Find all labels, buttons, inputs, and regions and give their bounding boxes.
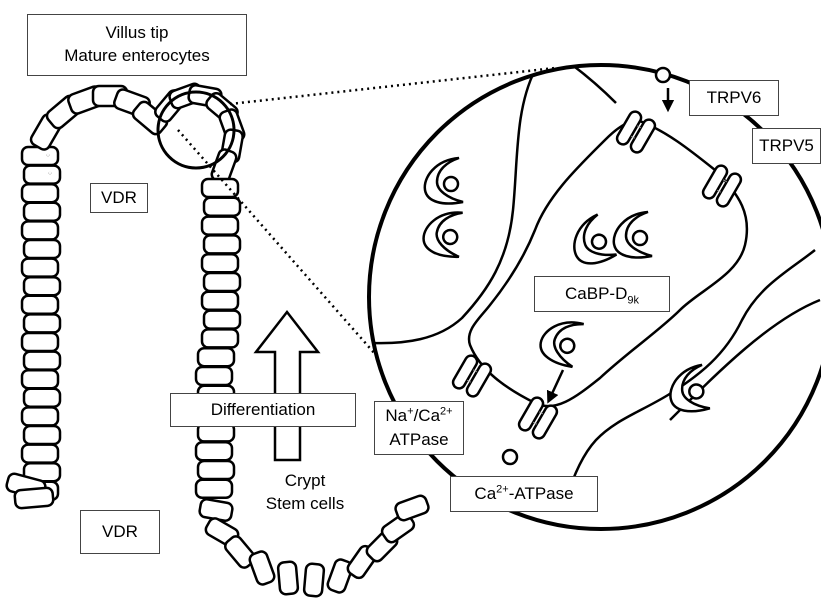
villus-cell — [24, 203, 60, 221]
calcium-ion-apical — [656, 68, 670, 82]
villus-cell — [22, 445, 58, 463]
villus-tip-text: Villus tip — [28, 21, 246, 44]
villus-cell — [22, 147, 58, 165]
villus-cell — [24, 352, 60, 370]
calcium-ion-basolateral — [503, 450, 517, 464]
vdr-label-bottom: VDR — [80, 510, 160, 554]
villus-cell — [198, 461, 234, 479]
villus-cell — [202, 329, 238, 347]
villus-cell — [24, 389, 60, 407]
villus-cell — [24, 314, 60, 332]
villus-cell — [304, 563, 325, 596]
cabp-text: CaBP-D — [565, 284, 627, 303]
villus-cell — [196, 480, 232, 498]
trpv6-label: TRPV6 — [689, 80, 779, 116]
villus-cell — [22, 296, 58, 314]
crypt-stem-cells-label: Crypt Stem cells — [247, 463, 363, 523]
villus-cell — [248, 550, 276, 586]
mature-enterocytes-text: Mature enterocytes — [28, 44, 246, 67]
villus-cell — [22, 370, 58, 388]
villus-cell — [22, 221, 58, 239]
villus-cell — [202, 217, 238, 235]
villus-cell — [394, 494, 430, 522]
pump-ca-charge: 2+ — [496, 483, 509, 495]
exchanger-na-text: Na — [385, 406, 407, 425]
villus-epithelial-cells — [5, 82, 430, 597]
villus-cell — [202, 179, 238, 197]
pump-ca-text: Ca — [474, 484, 496, 503]
villus-cell — [22, 333, 58, 351]
ca-atpase-label: Ca2+-ATPase — [450, 476, 598, 512]
villus-cell — [24, 426, 60, 444]
villus-cell — [24, 166, 60, 184]
cabp-subscript: 9k — [627, 294, 639, 306]
trpv5-label: TRPV5 — [752, 128, 821, 164]
villus-cell — [204, 198, 240, 216]
pump-atpase-text: -ATPase — [509, 484, 574, 503]
exchanger-ca-text: /Ca — [414, 406, 440, 425]
villus-cell — [198, 348, 234, 366]
stem-cells-text: Stem cells — [247, 492, 363, 515]
exchanger-ca-charge: 2+ — [440, 405, 453, 417]
villus-cell — [14, 487, 53, 508]
na-ca-exchanger-label: Na+/Ca2+ ATPase — [374, 401, 464, 455]
villus-cell — [196, 442, 232, 460]
villus-cell — [24, 277, 60, 295]
differentiation-label: Differentiation — [170, 393, 356, 427]
exchanger-atpase-text: ATPase — [375, 428, 463, 452]
villus-cell — [22, 184, 58, 202]
villus-cell — [202, 292, 238, 310]
vdr-label-top: VDR — [90, 183, 148, 213]
villus-cell — [24, 240, 60, 258]
villus-cell — [278, 561, 299, 594]
villus-cell — [202, 254, 238, 272]
villus-cell — [204, 311, 240, 329]
cabp-d9k-label: CaBP-D9k — [534, 276, 670, 312]
villus-cell — [22, 259, 58, 277]
villus-cell — [204, 273, 240, 291]
villus-cell — [22, 407, 58, 425]
differentiation-arrow — [256, 312, 318, 460]
villus-cell — [204, 235, 240, 253]
villus-cell — [196, 367, 232, 385]
crypt-text: Crypt — [247, 469, 363, 492]
villus-tip-label: Villus tip Mature enterocytes — [27, 14, 247, 76]
